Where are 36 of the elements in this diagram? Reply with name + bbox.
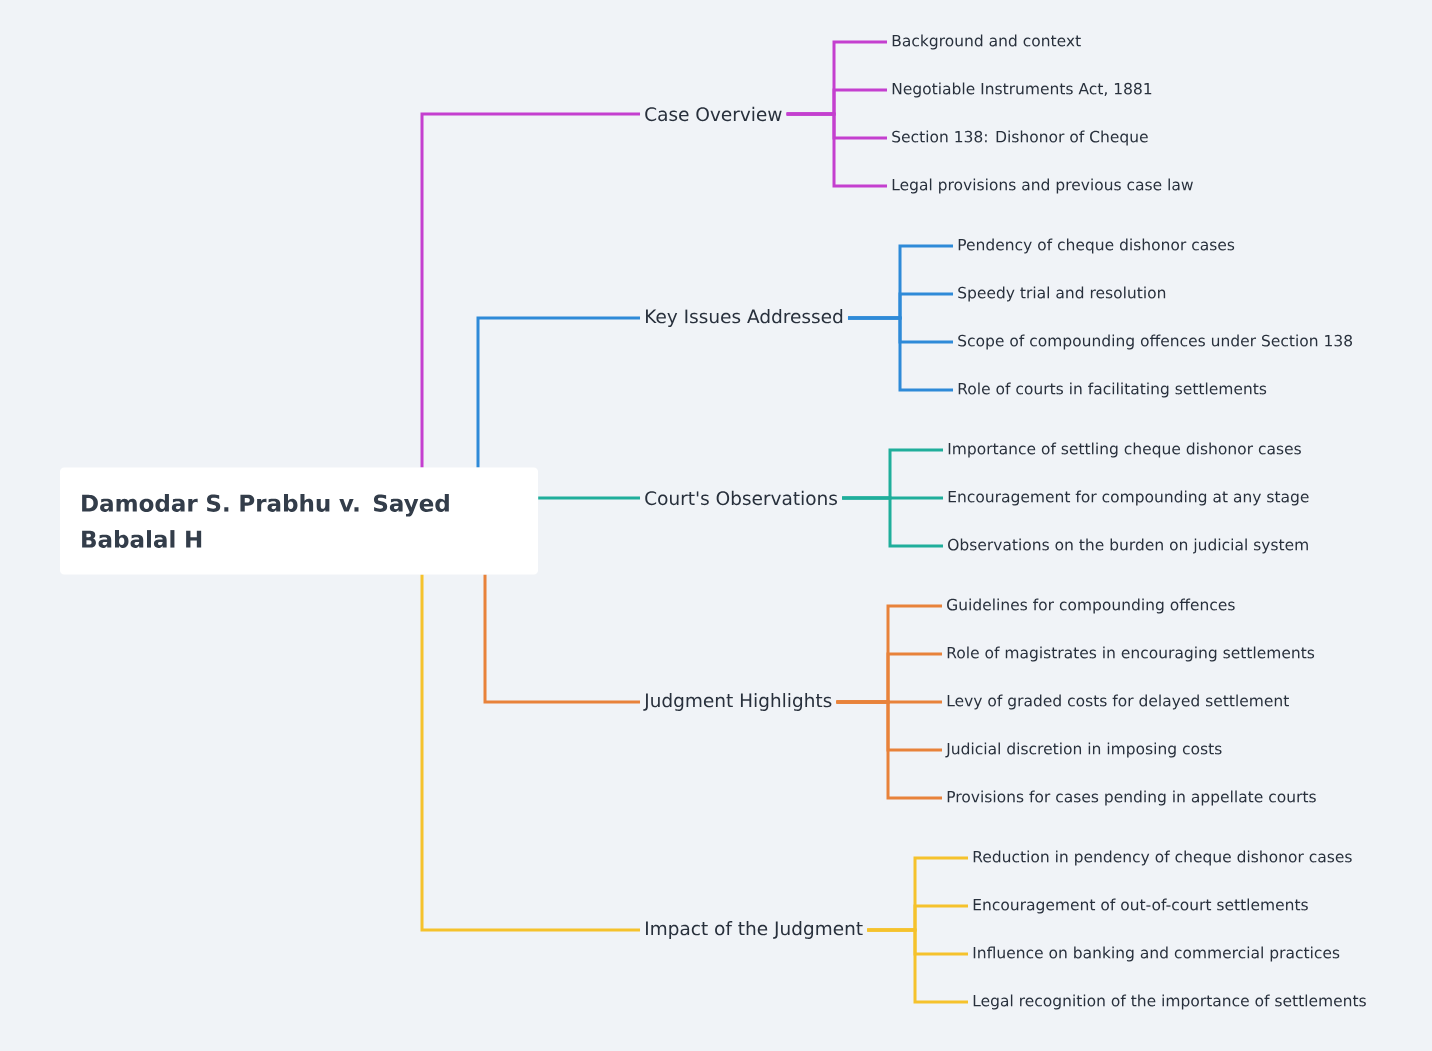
leaf-label: Negotiable Instruments Act, 1881: [892, 82, 1152, 98]
leaf-label: Judicial discretion in imposing costs: [945, 742, 1222, 758]
leaf-label: Encouragement of out-of-court settlements: [973, 898, 1308, 914]
leaf-label: Legal provisions and previous case law: [892, 178, 1193, 194]
leaf-label: Role of courts in facilitating settlements: [958, 382, 1267, 398]
branch-label: Case Overview: [645, 106, 782, 122]
leaf-label: Pendency of cheque dishonor cases: [958, 238, 1235, 254]
connector-line: [786, 112, 887, 188]
leaf-label: Speedy trial and resolution: [958, 286, 1166, 302]
branch-label: Judgment Highlights: [643, 693, 832, 711]
root-box: Damodar S. Prabhu v. Sayed Babalal H: [60, 467, 538, 575]
connector-line: [848, 316, 953, 392]
leaf-label: Background and context: [892, 34, 1081, 50]
connector-line: [836, 700, 942, 800]
connector-line: [420, 574, 640, 932]
leaf-label: Guidelines for compounding offences: [947, 598, 1235, 614]
branch-label: Impact of the Judgment: [646, 921, 863, 939]
leaf-label: Scope of compounding offences under Section 138: [958, 334, 1352, 350]
leaf-label: Provisions for cases pending in appellate courts: [947, 790, 1316, 806]
connector-line: [538, 496, 640, 500]
leaf-label: Role of magistrates in encouraging settlements: [947, 646, 1315, 662]
connector-line: [476, 316, 640, 468]
leaf-label: Levy of graded costs for delayed settlement: [947, 694, 1289, 710]
leaf-label: Influence on banking and commercial practices: [973, 946, 1340, 962]
connector-line: [420, 112, 640, 468]
leaf-label: Reduction in pendency of cheque dishonor cases: [973, 850, 1352, 866]
leaf-label: Importance of settling cheque dishonor cases: [948, 442, 1301, 458]
leaf-label: Legal recognition of the importance of settlements: [973, 994, 1366, 1010]
branch-label: Court's Observations: [645, 490, 837, 506]
branch-label: Key Issues Addressed: [646, 309, 843, 327]
connector-line: [842, 496, 943, 548]
leaf-label: Encouragement for compounding at any stage: [948, 490, 1309, 506]
leaf-label: Section 138: Dishonor of Cheque: [892, 130, 1148, 146]
leaf-label: Observations on the burden on judicial system: [948, 538, 1308, 554]
connector-line: [867, 928, 968, 1004]
connector-line: [483, 574, 640, 704]
